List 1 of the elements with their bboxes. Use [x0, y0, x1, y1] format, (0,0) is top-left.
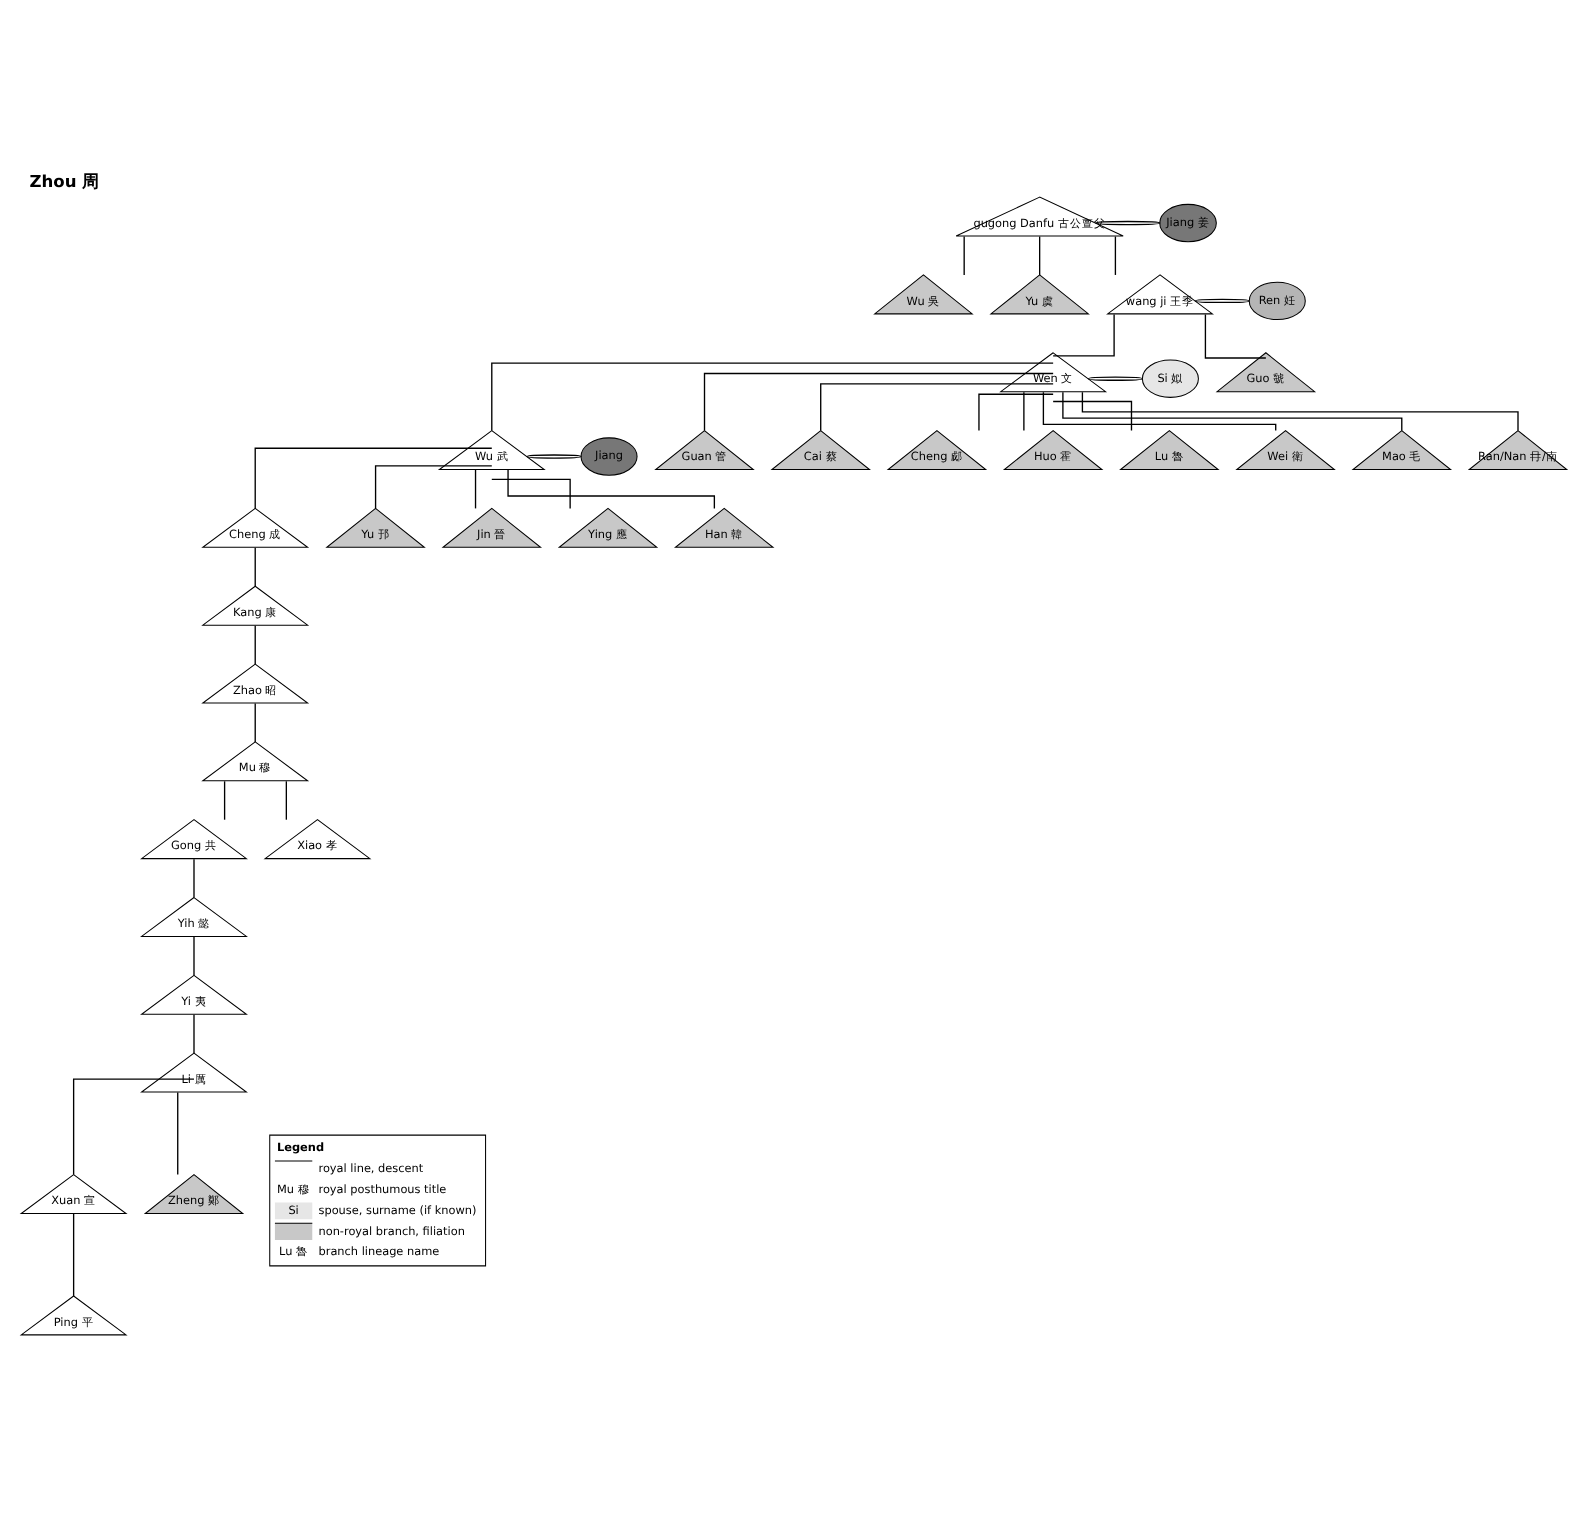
- diagram-title: Zhou 周: [29, 170, 99, 191]
